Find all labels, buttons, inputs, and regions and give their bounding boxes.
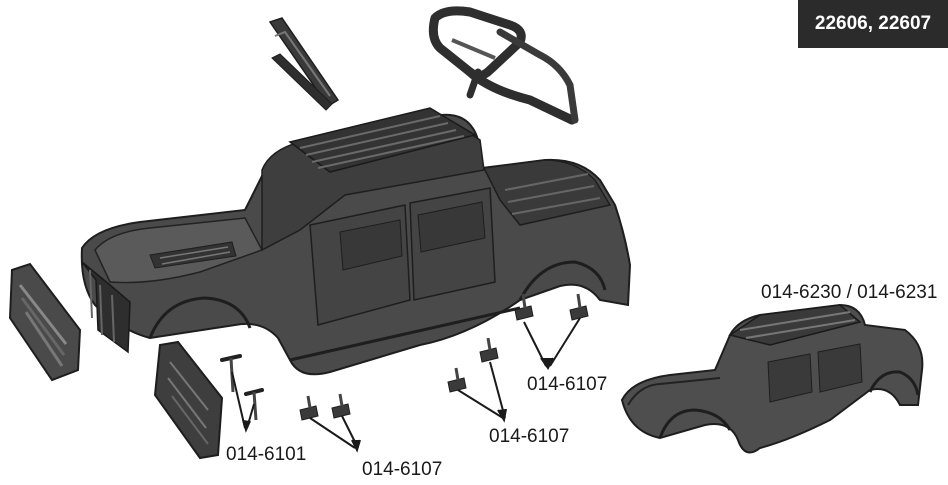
front-bumper-plate [8, 262, 82, 382]
leader-lines [231, 317, 581, 453]
roll-bar-part [428, 6, 579, 125]
rear-bumper-plate [153, 340, 224, 460]
label-front-body-posts: 014-6107 [362, 459, 443, 480]
label-front-bumper-screws: 014-6101 [226, 444, 307, 465]
model-number-text: 22606, 22607 [814, 13, 932, 34]
label-rear-body-posts-upper: 014-6107 [527, 374, 608, 395]
body-post-parts [299, 293, 589, 421]
model-number-badge: 22606, 22607 [798, 0, 948, 48]
main-body-shell [80, 107, 632, 376]
screw-parts-6101 [220, 354, 264, 421]
label-body-variant: 014-6230 / 014-6231 [761, 282, 938, 303]
secondary-body-shell [620, 303, 924, 454]
label-rear-body-posts-lower: 014-6107 [489, 426, 570, 447]
light-bar-part [268, 17, 340, 111]
